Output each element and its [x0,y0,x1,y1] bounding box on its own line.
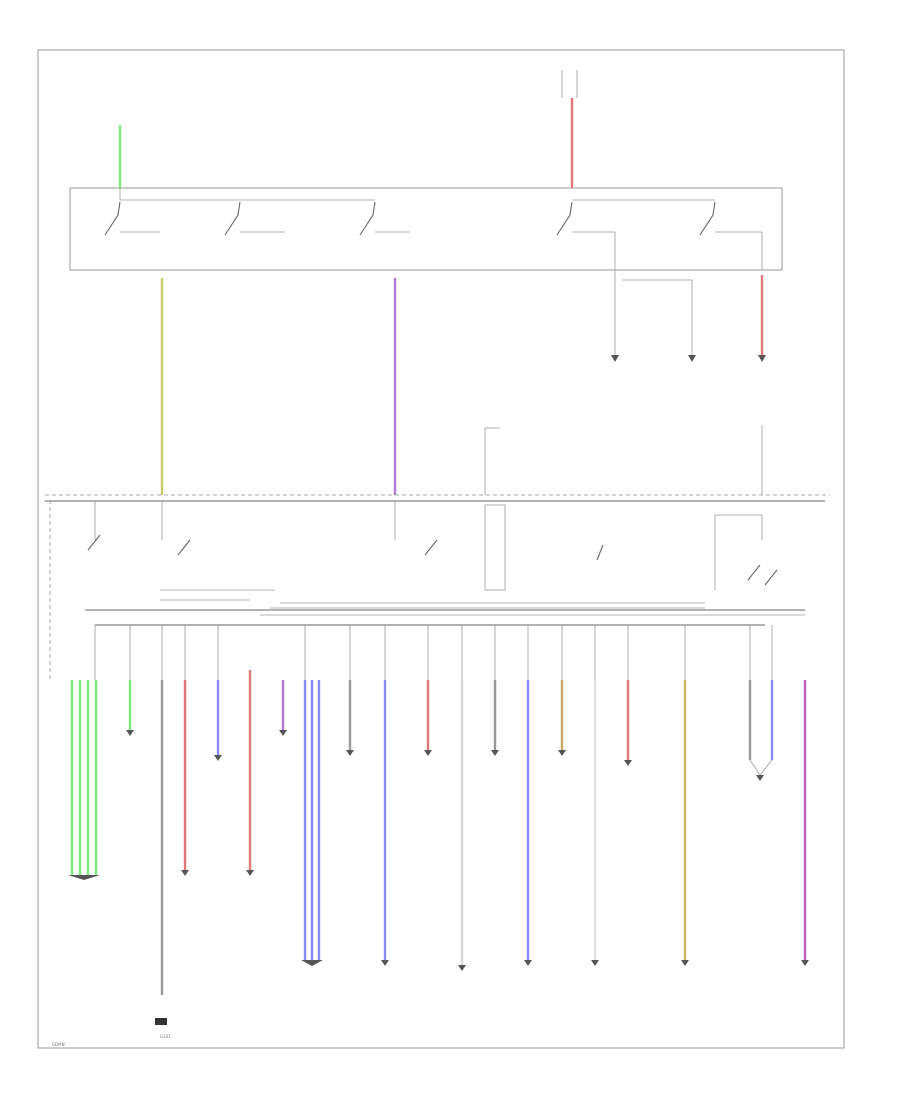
connector-arrow-icon [301,960,323,966]
connector-arrow-icon [591,960,599,966]
relay-switch-icon [747,564,761,581]
battery-feed-right [561,70,578,188]
connector-arrow-icon [346,750,354,756]
connector-arrow-icon [611,355,619,362]
connector-arrow-icon [126,730,134,736]
connector-arrow-icon [181,870,189,876]
footer-code: GDMN [52,1042,65,1047]
connector-arrow-icon [558,750,566,756]
connector-arrow-icon [68,875,100,880]
ignition-switch-contacts [104,199,763,271]
connector-arrow-icon [214,755,222,761]
relay-switch-icon [764,569,778,586]
connector-arrow-icon [688,355,696,362]
diagram-frame [37,49,845,1049]
connector-arrow-icon [246,870,254,876]
relay-switch-icon [424,539,438,556]
ground-label: G101 [160,1034,171,1039]
junction-box-relays [85,501,805,626]
connector-arrow-icon [491,750,499,756]
connector-arrow-icon [801,960,809,966]
connector-arrow-icon [381,960,389,966]
connector-arrow-icon [681,960,689,966]
relay-switch-icon [87,534,101,551]
relay-switch-icon [177,539,191,556]
connector-arrow-icon [424,750,432,756]
connector-arrow-icon [758,355,766,362]
connector-arrow-icon [458,965,466,971]
ground-icon: G101 [155,1018,171,1039]
relay-switch-icon [596,544,604,561]
relay-switch-icon [699,201,716,236]
relay-switch-icon [556,201,573,236]
branch-wires [70,670,807,995]
connector-arrow-icon [756,775,764,781]
ignition-switch-box [69,187,783,271]
fuse-row [94,625,773,680]
connector-arrows [68,730,809,971]
connector-arrow-icon [524,960,532,966]
fuse-icon [484,504,506,591]
connector-arrow-icon [279,730,287,736]
relay-switch-icon [359,201,376,236]
relay-switch-icon [104,201,121,236]
relay-switch-icon [224,201,241,236]
connector-arrow-icon [624,760,632,766]
